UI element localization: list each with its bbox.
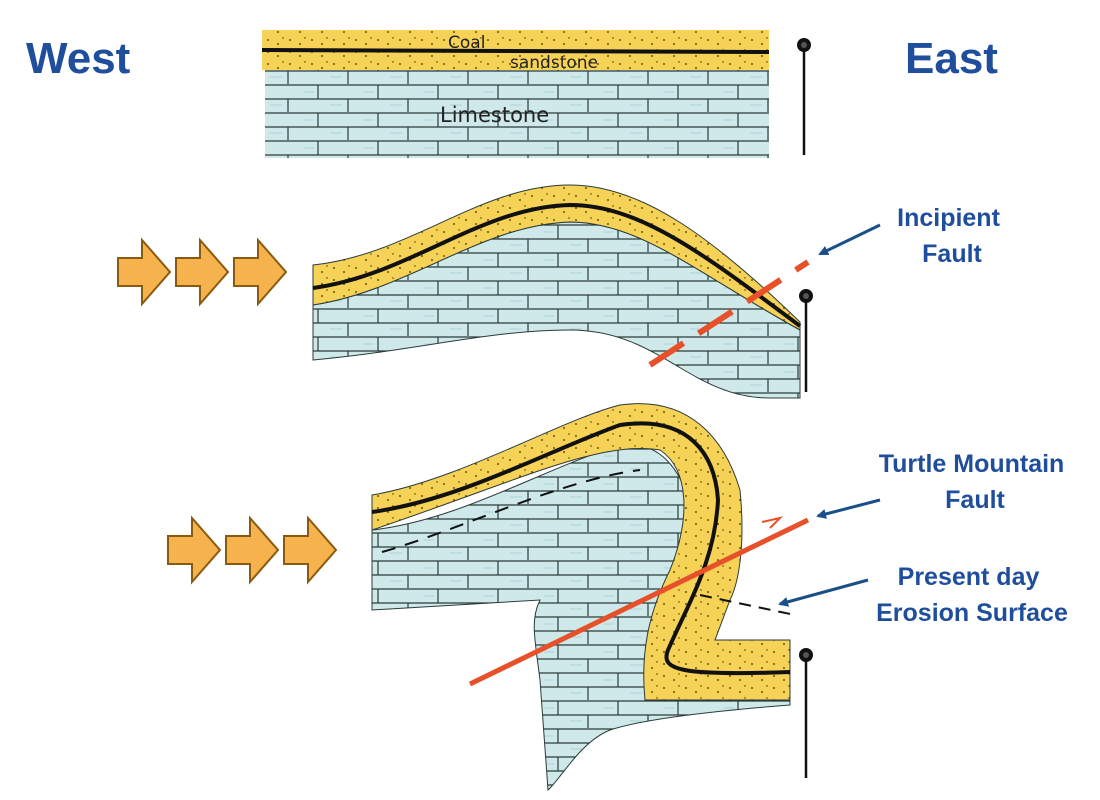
panel-flat-strata: Coal sandstone Limestone <box>261 30 811 158</box>
compression-arrows-2 <box>167 515 338 585</box>
coal-label: Coal <box>448 33 485 53</box>
turtle-mountain-fault-label: Turtle Mountain Fault <box>879 450 1072 514</box>
reference-pin-1 <box>797 38 811 155</box>
reference-pin-3 <box>799 648 813 778</box>
incipient-fault-label: Incipient Fault <box>897 204 1007 268</box>
turtle-mountain-fault-label-line2: Fault <box>945 486 1005 514</box>
limestone-label: Limestone <box>440 103 549 127</box>
push-arrow-icon <box>175 237 230 307</box>
sandstone-layer-overturned <box>371 403 791 701</box>
east-label: East <box>905 34 998 83</box>
coal-seam-overturned <box>371 421 791 676</box>
incipient-fault-label-line1: Incipient <box>897 204 1000 232</box>
push-arrow-icon <box>117 237 172 307</box>
compression-arrows-1 <box>117 237 288 307</box>
push-arrow-icon <box>283 515 338 585</box>
coal-seam-flat <box>261 48 770 54</box>
incipient-fault-line <box>648 259 810 368</box>
west-label: West <box>26 34 131 83</box>
panel-folding-strata: Incipient Fault <box>117 184 1007 399</box>
turtle-mountain-fault-line <box>468 517 810 687</box>
incipient-fault-callout-arrow <box>818 223 881 256</box>
old-surface-dashed-line <box>381 469 641 553</box>
push-arrow-icon <box>167 515 222 585</box>
coal-seam-fold <box>312 202 802 328</box>
turtle-mountain-fault-label-line1: Turtle Mountain <box>879 450 1065 478</box>
fault-slip-marker <box>761 516 784 529</box>
turtle-mountain-fault-callout-arrow <box>816 498 881 519</box>
erosion-surface-callout-arrow <box>778 578 869 607</box>
erosion-surface-label-line2: Erosion Surface <box>876 599 1068 627</box>
panel-faulted-strata: Turtle Mountain Fault Present day Erosio… <box>167 403 1072 792</box>
erosion-surface-label: Present day Erosion Surface <box>876 563 1068 627</box>
sandstone-label: sandstone <box>510 53 598 73</box>
push-arrow-icon <box>233 237 288 307</box>
erosion-surface-dashed-line <box>699 594 796 616</box>
limestone-layer-flat <box>265 68 769 158</box>
reference-pin-2 <box>799 289 813 392</box>
incipient-fault-label-line2: Fault <box>922 240 982 268</box>
erosion-surface-label-line1: Present day <box>898 563 1040 591</box>
push-arrow-icon <box>225 515 280 585</box>
